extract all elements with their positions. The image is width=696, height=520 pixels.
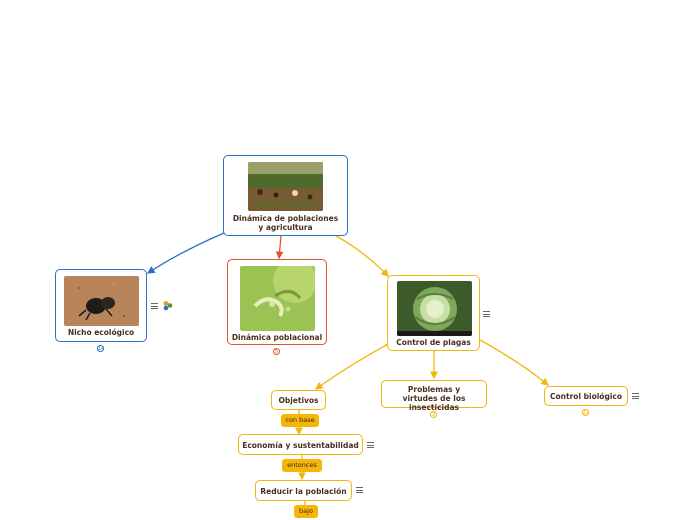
menu-icon[interactable] — [151, 303, 158, 309]
connector-label-entonces: entonces — [282, 459, 322, 472]
node-dinamica-title: Dinámica poblacional — [228, 333, 326, 342]
node-control-title: Control de plagas — [388, 338, 479, 347]
menu-icon[interactable] — [367, 442, 374, 448]
control-photo — [397, 281, 472, 336]
node-dinamica-poblacional[interactable]: Dinámica poblacional — [227, 259, 327, 345]
connector-label-con-base: con base — [281, 414, 319, 427]
menu-icon[interactable] — [356, 487, 363, 493]
node-objetivos[interactable]: Objetivos — [271, 390, 326, 410]
problemas-count-badge[interactable]: 3 — [430, 411, 437, 418]
edge-root-control — [336, 236, 388, 276]
biologico-count-badge[interactable]: 12 — [582, 409, 589, 416]
node-root[interactable]: Dinámica de poblaciones y agricultura — [223, 155, 348, 236]
connector-label-bajo: bajo — [294, 505, 318, 518]
node-nicho-title: Nicho ecológico — [56, 328, 146, 337]
node-nicho-ecologico[interactable]: Nicho ecológico — [55, 269, 147, 342]
node-economia-sustentabilidad[interactable]: Economía y sustentabilidad — [238, 434, 363, 455]
dinamica-photo — [240, 266, 315, 331]
node-economia-title: Economía y sustentabilidad — [239, 441, 362, 450]
node-root-title: Dinámica de poblaciones y agricultura — [224, 214, 347, 232]
cluster-icon[interactable] — [162, 300, 173, 311]
dinamica-count-badge[interactable]: 5 — [273, 348, 280, 355]
node-problemas-title: Problemas y virtudes de los insecticidas — [382, 385, 486, 412]
node-reducir-title: Reducir la población — [256, 487, 351, 496]
node-reducir-poblacion[interactable]: Reducir la población — [255, 480, 352, 501]
node-objetivos-title: Objetivos — [272, 396, 325, 405]
node-control-plagas[interactable]: Control de plagas — [387, 275, 480, 351]
node-biologico-title: Control biológico — [545, 392, 627, 401]
edge-root-nicho — [148, 233, 224, 273]
nicho-count-badge[interactable]: 14 — [97, 345, 104, 352]
edge-control-biologico — [480, 340, 548, 385]
node-control-biologico[interactable]: Control biológico — [544, 386, 628, 406]
edge-control-objetivos — [316, 344, 388, 389]
nicho-photo — [64, 276, 139, 326]
edge-root-dinamica — [279, 236, 281, 258]
root-photo — [248, 162, 323, 211]
node-problemas-virtudes[interactable]: Problemas y virtudes de los insecticidas — [381, 380, 487, 408]
menu-icon[interactable] — [632, 393, 639, 399]
menu-icon[interactable] — [483, 311, 490, 317]
